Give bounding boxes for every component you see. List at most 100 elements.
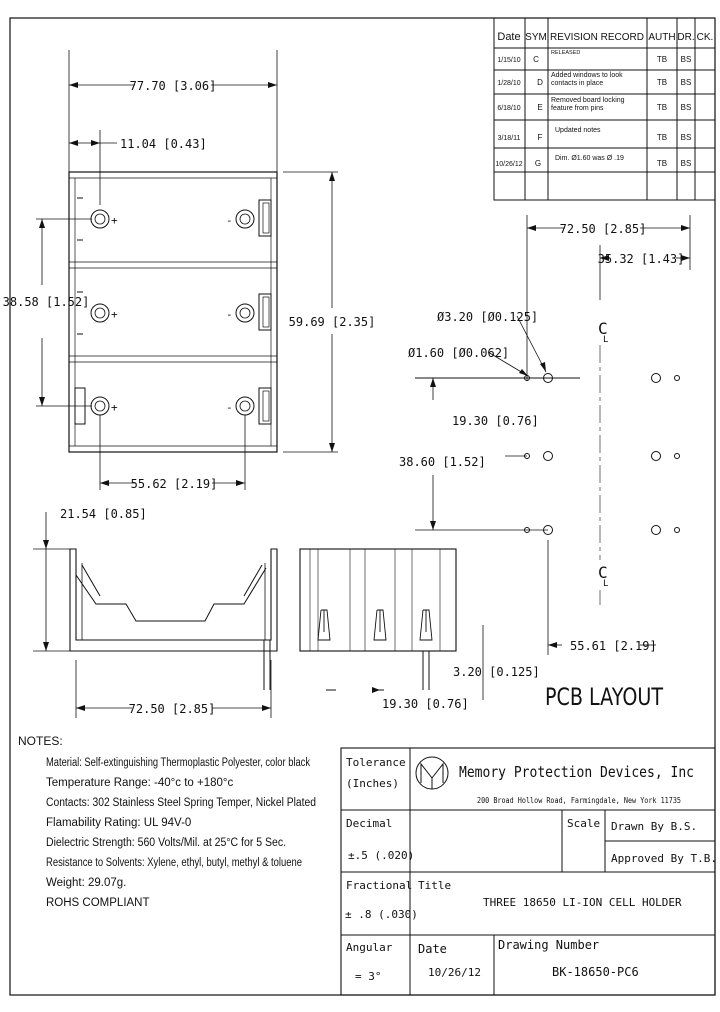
decimal-label: Decimal [346, 817, 392, 830]
note-item: Contacts: 302 Stainless Steel Spring Tem… [46, 797, 316, 809]
centerline-sub-top: L [603, 335, 608, 345]
tolerance-label: Tolerance [346, 756, 406, 769]
dim-side-width: 72.50 [2.85] [129, 702, 216, 716]
rev-row-dr: BS [681, 133, 692, 142]
angular-value: = 3° [355, 970, 382, 983]
plus-sign: + [111, 214, 118, 227]
rev-header-ck: CK. [697, 32, 714, 43]
rev-row-record: Dim. Ø1.60 was Ø .19 [555, 155, 624, 162]
centerline-symbol-top: C [598, 319, 608, 338]
title-label: Title [418, 879, 451, 892]
pcb-layout: 72.50 [2.85] 35.32 [1.43] C L C L Ø3.20 … [399, 215, 691, 711]
dim-edge-offset: 3.20 [0.125] [453, 665, 540, 679]
front-view: 21.54 [0.85] 72.50 [2.85] [33, 507, 278, 718]
rev-row-date: 6/18/10 [497, 105, 520, 112]
date-label: Date [418, 942, 447, 956]
negative-terminal-icon [235, 396, 255, 416]
rev-row-sym: F [538, 133, 543, 142]
dim-pitch-line1: 38.58 [1.52] [3, 295, 90, 309]
decimal-value: ±.5 (.020) [348, 849, 414, 862]
rev-row-date: 1/28/10 [497, 80, 520, 87]
rev-row-sym: E [537, 103, 542, 112]
rev-header-record: REVISION RECORD [550, 32, 644, 43]
plus-sign: + [111, 401, 118, 414]
drawing-number: BK-18650-PC6 [552, 965, 639, 979]
dim-hole-offset: 11.04 [0.43] [120, 137, 207, 151]
title-block: Tolerance (Inches) Memory Protection Dev… [340, 747, 717, 996]
end-view: 19.30 [0.76] [299, 548, 484, 711]
rev-row-sym: C [533, 55, 539, 64]
rev-row-record: Updated notes [555, 127, 601, 134]
centerline-sub-bottom: L [603, 579, 608, 589]
rev-header-auth: AUTH [648, 32, 675, 43]
negative-terminal-icon [235, 303, 255, 323]
rev-row-record: Removed board locking feature from pins [551, 97, 625, 112]
revision-table: Date SYM REVISION RECORD AUTH DR. CK. 1/… [493, 17, 716, 201]
rev-header-sym: SYM [525, 32, 547, 43]
approved-by: Approved By T.B. [611, 852, 717, 865]
positive-terminal-icon [90, 209, 110, 229]
rev-row-date: 10/26/12 [495, 161, 522, 168]
drawing-number-label: Drawing Number [498, 938, 599, 952]
rev-row-auth: TB [657, 133, 667, 142]
plus-sign: + [111, 308, 118, 321]
tolerance-units: (Inches) [346, 777, 399, 790]
dim-large-hole: Ø3.20 [Ø0.125] [437, 310, 538, 324]
dim-terminal-spacing: 55.62 [2.19] [131, 477, 218, 491]
pcb-layout-title: PCB LAYOUT [545, 683, 663, 711]
dim-row-pitch: 38.60 [1.52] [399, 455, 486, 469]
drawn-by: Drawn By B.S. [611, 820, 697, 833]
rev-header-dr: DR. [677, 32, 694, 43]
angular-label: Angular [346, 941, 393, 954]
minus-sign: - [226, 214, 233, 227]
fractional-value: ± .8 (.030) [345, 908, 418, 921]
note-item: Temperature Range: -40°c to +180°c [46, 777, 233, 789]
centerline-symbol-bottom: C [598, 563, 608, 582]
company-name: Memory Protection Devices, Inc [459, 763, 694, 781]
dim-width-top: 77.70 [3.06] [130, 79, 217, 93]
holder-body-top [68, 171, 278, 453]
rev-row-dr: BS [681, 55, 692, 64]
company-address: 200 Broad Hollow Road, Farmingdale, New … [477, 796, 681, 805]
positive-terminal-icon [90, 396, 110, 416]
notes-heading: NOTES: [18, 734, 63, 748]
minus-sign: - [226, 401, 233, 414]
rev-row-record: RELEASED [551, 50, 580, 56]
rev-row-auth: TB [657, 78, 667, 87]
minus-sign: - [226, 308, 233, 321]
dim-pcb-width: 72.50 [2.85] [560, 222, 647, 236]
dim-height-top: 59.69 [2.35] [289, 315, 376, 329]
rev-row-dr: BS [681, 159, 692, 168]
note-item: Dielectric Strength: 560 Volts/Mil. at 2… [46, 837, 286, 849]
note-item: Flamability Rating: UL 94V-0 [46, 817, 191, 829]
notes: NOTES: Material: Self-extinguishing Ther… [18, 734, 316, 909]
drawing-title: THREE 18650 LI-ION CELL HOLDER [483, 896, 682, 909]
rev-row-sym: G [535, 159, 541, 168]
rev-row-auth: TB [657, 159, 667, 168]
rev-row-record: Added windows to look contacts in place [551, 72, 623, 87]
note-item: Weight: 29.07g. [46, 877, 126, 889]
dim-col-spacing: 55.61 [2.19] [570, 639, 657, 653]
rev-row-auth: TB [657, 103, 667, 112]
dim-row-offset: 19.30 [0.76] [452, 414, 539, 428]
rev-row-sym: D [537, 78, 543, 87]
note-item: ROHS COMPLIANT [46, 897, 150, 909]
rev-row-date: 1/15/10 [497, 57, 520, 64]
note-item: Material: Self-extinguishing Thermoplast… [46, 757, 310, 769]
dim-side-height: 21.54 [0.85] [60, 507, 147, 521]
rev-row-date: 3/18/11 [498, 135, 521, 142]
mpd-logo-icon [415, 756, 449, 790]
rev-row-dr: BS [681, 103, 692, 112]
scale-label: Scale [567, 817, 600, 830]
fractional-label: Fractional [346, 879, 412, 892]
dim-small-hole: Ø1.60 [Ø0.062] [408, 346, 509, 360]
rev-header-date: Date [497, 31, 520, 43]
top-view: 77.70 [3.06] 11.04 [0.43] + - + - [3, 50, 376, 491]
positive-terminal-icon [90, 303, 110, 323]
dim-pin-offset: 19.30 [0.76] [382, 697, 469, 711]
date-value: 10/26/12 [428, 966, 481, 979]
note-item: Resistance to Solvents: Xylene, ethyl, b… [46, 857, 302, 869]
rev-row-auth: TB [657, 55, 667, 64]
